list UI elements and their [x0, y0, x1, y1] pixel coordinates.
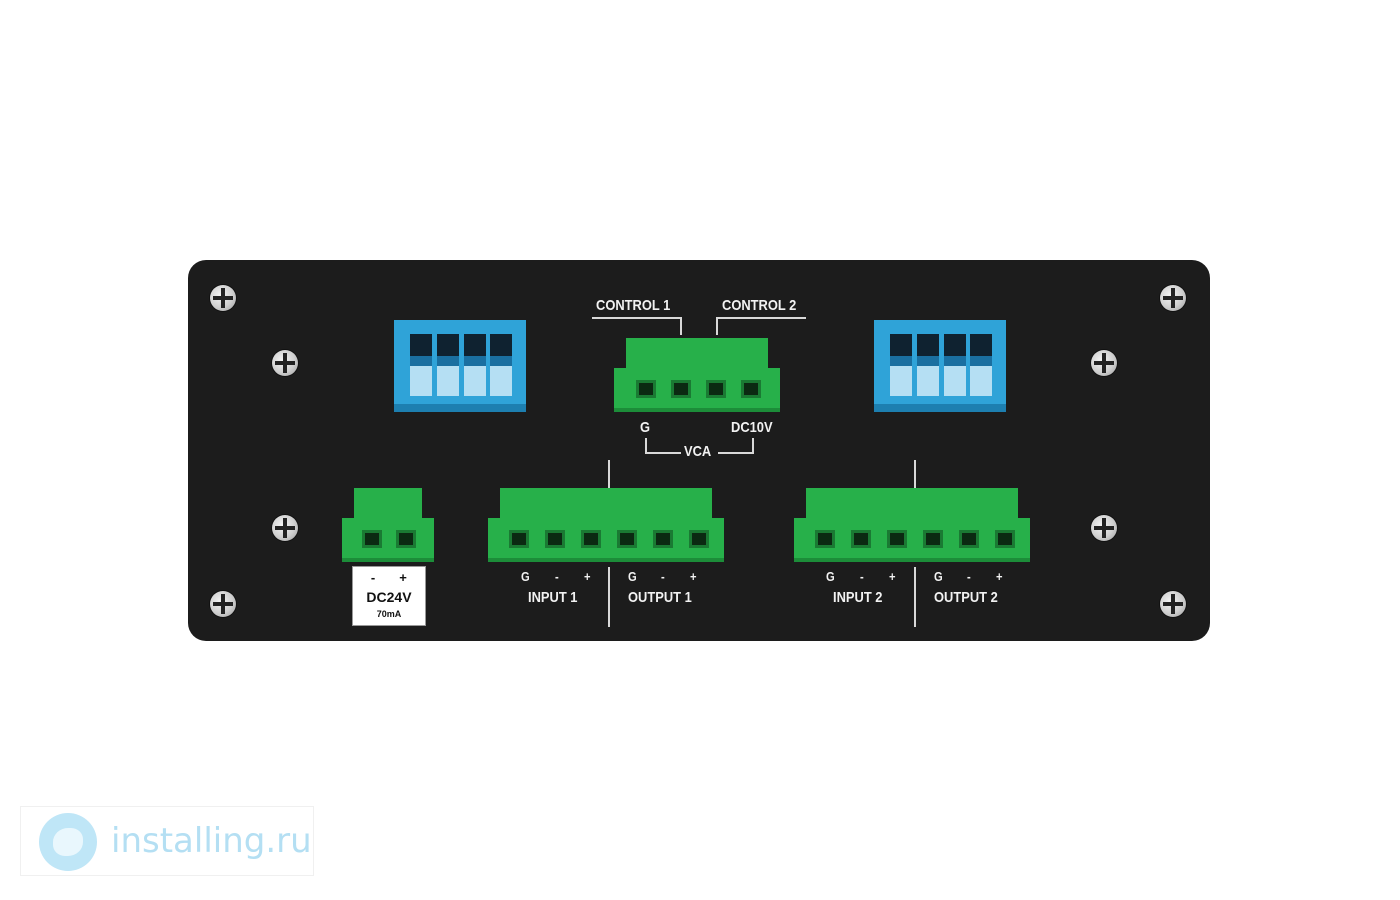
screw-icon	[272, 350, 298, 376]
control-2-label: CONTROL 2	[722, 297, 797, 314]
pin-minus-label: -	[967, 569, 971, 584]
logo-icon	[39, 813, 97, 871]
vca-label: VCA	[684, 443, 712, 460]
output-2-label: OUTPUT 2	[934, 589, 998, 606]
screw-icon	[1091, 350, 1117, 376]
pin-g-label: G	[628, 569, 637, 584]
channel-1-terminal-block[interactable]	[488, 488, 724, 562]
control-2-line	[716, 317, 806, 319]
vca-bracket	[645, 438, 647, 454]
power-current: 70mA	[376, 609, 402, 619]
vca-g-label: G	[640, 419, 651, 436]
power-voltage: DC24V	[366, 589, 412, 605]
pin-minus-label: -	[555, 569, 559, 584]
power-terminal-block[interactable]	[342, 488, 434, 562]
input-2-label: INPUT 2	[833, 589, 883, 606]
separator-line	[608, 460, 610, 488]
dip-switch-right[interactable]	[874, 320, 1006, 412]
vca-terminal-block[interactable]	[614, 338, 780, 412]
power-minus: -	[370, 570, 376, 585]
screw-icon	[1091, 515, 1117, 541]
screw-icon	[210, 591, 236, 617]
watermark-text: installing.ru	[111, 821, 312, 861]
power-rating-label: - + DC24V 70mA	[352, 566, 426, 626]
pin-plus-label: +	[996, 569, 1003, 584]
dip-switch-left[interactable]	[394, 320, 526, 412]
vca-bracket	[718, 452, 754, 454]
control-1-line	[592, 317, 682, 319]
pin-minus-label: -	[661, 569, 665, 584]
pin-minus-label: -	[860, 569, 864, 584]
control-1-label: CONTROL 1	[596, 297, 671, 314]
control-2-line	[716, 317, 718, 335]
separator-line	[608, 567, 610, 627]
pin-g-label: G	[826, 569, 835, 584]
screw-icon	[272, 515, 298, 541]
screw-icon	[1160, 591, 1186, 617]
output-1-label: OUTPUT 1	[628, 589, 692, 606]
vca-bracket	[752, 438, 754, 454]
power-plus: +	[399, 570, 407, 585]
control-1-line	[680, 317, 682, 335]
channel-2-terminal-block[interactable]	[794, 488, 1030, 562]
input-1-label: INPUT 1	[528, 589, 578, 606]
pin-g-label: G	[521, 569, 530, 584]
pin-plus-label: +	[584, 569, 591, 584]
watermark-logo: installing.ru	[20, 806, 314, 876]
pin-plus-label: +	[690, 569, 697, 584]
screw-icon	[1160, 285, 1186, 311]
separator-line	[914, 460, 916, 488]
vca-dc10v-label: DC10V	[731, 419, 773, 436]
pin-plus-label: +	[889, 569, 896, 584]
vca-bracket	[645, 452, 681, 454]
pin-g-label: G	[934, 569, 943, 584]
screw-icon	[210, 285, 236, 311]
separator-line	[914, 567, 916, 627]
